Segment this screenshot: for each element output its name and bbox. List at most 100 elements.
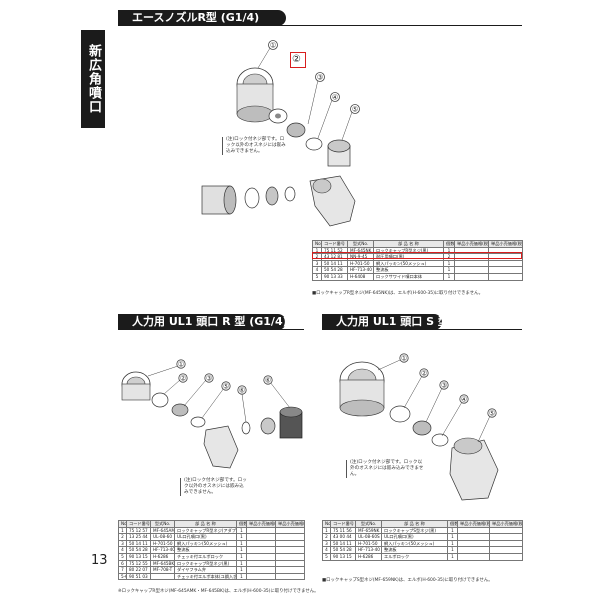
section1-note: (注)ロック付ネジ部です。ロック以外のオスネジには嵌み込みできません。: [222, 137, 288, 155]
part-diaphragm: [241, 421, 251, 435]
table-cell: 75 12 55: [126, 559, 151, 568]
table-cell: 1: [322, 526, 331, 535]
section3-footnote: ■ロックキャップS型ネジ(MF-659NK)は、エルボ(H-600-35)に取り…: [322, 578, 493, 583]
part-number-4-label: ④: [332, 94, 338, 102]
column-header: 単品小売価格(税込)円: [457, 520, 490, 528]
table-cell: 50 14 11: [126, 539, 151, 548]
table-cell: [275, 539, 305, 548]
table-cell: HF-713-40: [355, 546, 382, 554]
table-cell: MF-645AMK: [150, 526, 175, 535]
table-cell: 網入パッキン(50メッシュ): [373, 259, 444, 268]
part-adapter-cap: [121, 371, 151, 401]
table-cell: [246, 526, 276, 535]
table-cell: [454, 259, 489, 268]
table-cell: [488, 246, 523, 255]
section2-footnote: ※ロックキャップR型ネジ(MF-645AMK・MF-645BK)は、エルボ(H-…: [118, 589, 319, 594]
s3-number-3: ③: [441, 382, 447, 390]
table-cell: エルボロック: [381, 552, 448, 561]
table-cell: 90 13 15: [126, 552, 151, 561]
section2-exploded-diagram: ① ② ③ ⑤ ⑥ ⑥: [121, 359, 303, 469]
table-cell: HF-713-40: [347, 266, 374, 274]
part-number-6b: [263, 375, 273, 385]
table-cell: 2: [443, 253, 455, 261]
table-cell: [488, 266, 523, 274]
part-number-1-label: ①: [270, 42, 276, 50]
part-number-5: [487, 408, 497, 418]
table-cell: 50 54 28: [330, 546, 356, 554]
table-cell: 6: [118, 559, 127, 568]
table-cell: [489, 539, 523, 548]
s2-number-2: ②: [180, 375, 186, 383]
table-cell: [489, 533, 523, 541]
table-cell: 1: [236, 533, 247, 541]
table-cell: 5-6: [118, 572, 127, 581]
section3-exploded-diagram: ① ② ③ ④ ⑤: [339, 353, 499, 501]
table-cell: ロックキャップR型ネジ(黒): [373, 246, 444, 255]
table-cell: 1: [443, 266, 455, 274]
table-cell: [488, 259, 523, 268]
table-cell: [275, 552, 305, 561]
table-cell: MF-659NK: [355, 526, 382, 535]
part-nozzle-body: [327, 139, 351, 167]
table-cell: 1: [447, 539, 458, 548]
part-lock-cap-s: [339, 361, 385, 417]
table-cell: 耐圧用噴口(黒): [373, 253, 444, 261]
table-cell: H-6408: [347, 272, 374, 281]
table-cell: [150, 572, 175, 581]
part-lock-cap-black: [279, 406, 303, 439]
column-header: コード番号: [330, 520, 356, 528]
part-packing-ring: [260, 417, 276, 435]
column-header: 単品小売価格(税込)円: [454, 240, 489, 248]
table-cell: MF-645NK: [347, 246, 374, 255]
table-cell: 50 54 28: [321, 266, 348, 274]
table-cell: チェッキ付エルボ本体(ユ鋼入含): [174, 572, 237, 581]
table-cell: H-701-50: [347, 259, 374, 268]
table-cell: 3: [312, 259, 322, 268]
table-cell: 1: [447, 533, 458, 541]
table-cell: 50 14 11: [321, 259, 348, 268]
table-cell: 75 11 52: [321, 246, 348, 255]
column-header: 個数: [447, 520, 458, 528]
column-header: 単品小売価格(税抜): [489, 520, 523, 528]
part-number-3: [439, 380, 449, 390]
column-header: 個数: [443, 240, 455, 248]
part-mesh-packing: [286, 122, 306, 138]
table-cell: 2: [312, 253, 322, 261]
table-cell: H-6286: [355, 552, 382, 561]
table-cell: [457, 533, 490, 541]
column-header: 単品小売価格(税込)円: [246, 520, 276, 528]
table-cell: ダイヤフラム弁: [174, 566, 237, 574]
part-ul-nozzle-s: [389, 405, 411, 423]
table-cell: 1: [443, 272, 455, 281]
table-cell: [457, 539, 490, 548]
section2-rule: [118, 329, 304, 330]
section1-footnote: ■ロックキャップR型ネジ(MF-645NK)は、エルボ(H-600-35)に取り…: [312, 291, 483, 296]
table-cell: 整流板: [381, 546, 448, 554]
table-cell: 80 22 07: [126, 566, 151, 574]
column-header: No.: [118, 520, 127, 528]
table-cell: [275, 533, 305, 541]
s3-number-2: ②: [421, 370, 427, 378]
table-cell: 網入パッキン(50メッシュ): [174, 539, 237, 548]
table-cell: [246, 559, 276, 568]
s2-number-5: ⑤: [223, 383, 229, 391]
table-cell: ロックキャップR型ネジ(アダプタ): [174, 526, 237, 535]
table-cell: 13 25 44: [126, 533, 151, 541]
table-cell: [489, 552, 523, 561]
table-cell: H-6286: [150, 552, 175, 561]
table-cell: UL-08-60S: [355, 533, 382, 541]
table-cell: 3: [118, 539, 127, 548]
table-cell: [275, 559, 305, 568]
table-cell: 2: [322, 533, 331, 541]
